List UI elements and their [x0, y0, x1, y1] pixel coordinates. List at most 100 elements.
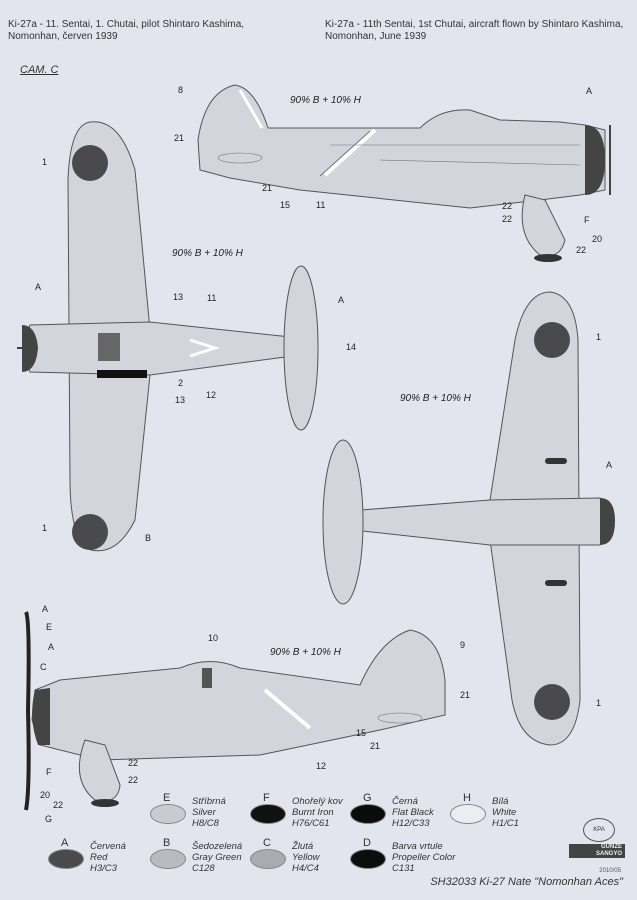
print-date: 2010/05 — [599, 868, 621, 874]
callout-11: 11 — [316, 200, 325, 210]
callout-13: 13 — [175, 395, 185, 405]
callout-1: 1 — [596, 698, 601, 708]
swatch-czech: Žlutá — [292, 841, 314, 852]
swatch-letter: C — [263, 837, 271, 849]
callout-C: C — [40, 662, 47, 672]
swatch-english: Red — [90, 852, 108, 863]
swatch-code: H4/C4 — [292, 863, 319, 874]
swatch-oval: E — [150, 793, 186, 824]
swatch-code: H3/C3 — [90, 863, 117, 874]
swatch-english: White — [492, 807, 517, 818]
mix-label: 90% B + 10% H — [400, 393, 472, 404]
callout-A: A — [586, 86, 592, 96]
swatch-code: C128 — [192, 863, 215, 874]
callout-22: 22 — [128, 758, 138, 768]
product-code: SH32033 Ki-27 Nate "Nomonhan Aces" — [430, 876, 623, 888]
swatch-letter: D — [363, 837, 371, 849]
callout-A: A — [42, 604, 48, 614]
callout-1: 1 — [596, 332, 601, 342]
logo-line: SANGYO — [595, 851, 622, 857]
callout-A: A — [48, 642, 54, 652]
swatch-code: H12/C33 — [392, 818, 430, 829]
callout-10: 10 — [208, 633, 218, 643]
callout-A: A — [35, 282, 41, 292]
callout-20: 20 — [592, 234, 602, 244]
callout-21: 21 — [460, 690, 470, 700]
caption-line: Ki-27a - 11th Sentai, 1st Chutai, aircra… — [325, 19, 624, 30]
callout-11: 11 — [207, 293, 216, 303]
swatch-code: C131 — [392, 863, 415, 874]
swatch-code: H8/C8 — [192, 818, 219, 829]
swatch-oval: F — [250, 793, 286, 824]
swatch-letter: E — [163, 792, 171, 804]
logo-line: GUNZE — [601, 844, 622, 850]
callout-A: A — [338, 295, 344, 305]
caption-czech: Ki-27a - 11. Sentai, 1. Chutai, pilot Sh… — [8, 19, 244, 43]
callout-21: 21 — [262, 183, 272, 193]
swatch-czech: Ohořelý kov — [292, 796, 343, 807]
swatch-czech: Barva vrtule — [392, 841, 443, 852]
callout-21: 21 — [174, 133, 184, 143]
callout-22: 22 — [576, 245, 586, 255]
callout-F: F — [46, 767, 52, 777]
swatch-czech: Červená — [90, 841, 126, 852]
swatch-english: Silver — [192, 807, 216, 818]
callout-F: F — [584, 215, 590, 225]
swatch-oval: A — [48, 838, 84, 869]
side-view-bottom: 10 90% B + 10% H 9 21 A E A C 21 15 12 2… — [24, 604, 470, 824]
swatch-oval: H — [450, 793, 486, 824]
callout-15: 15 — [356, 728, 366, 738]
callout-22: 22 — [502, 201, 512, 211]
mix-label: 90% B + 10% H — [172, 248, 244, 259]
callout-E: E — [46, 622, 52, 632]
swatch-czech: Černá — [392, 796, 418, 807]
callout-22: 22 — [502, 214, 512, 224]
swatch-czech: Stříbrná — [192, 796, 226, 807]
kpa-logo: KPA — [583, 818, 615, 842]
callout-20: 20 — [40, 790, 50, 800]
callout-1: 1 — [42, 523, 47, 533]
swatch-letter: G — [363, 792, 372, 804]
swatch-oval: B — [150, 838, 186, 869]
callout-14: 14 — [346, 342, 356, 352]
callout-2: 2 — [178, 378, 183, 388]
plan-view-bottom: 1 90% B + 10% H A 1 — [322, 291, 615, 746]
caption-line: Nomonhan, June 1939 — [325, 31, 427, 42]
swatch-letter: H — [463, 792, 471, 804]
swatch-letter: A — [61, 837, 69, 849]
swatch-code: H76/C61 — [292, 818, 330, 829]
callout-21: 21 — [370, 741, 380, 751]
callout-A: A — [606, 460, 612, 470]
swatch-oval: D — [350, 838, 386, 869]
callout-22: 22 — [128, 775, 138, 785]
swatch-english: Gray Green — [192, 852, 242, 863]
callout-12: 12 — [316, 761, 326, 771]
swatch-english: Flat Black — [392, 807, 434, 818]
camo-label: CAM. C — [20, 64, 59, 76]
mix-label: 90% B + 10% H — [270, 647, 342, 658]
swatch-oval: G — [350, 793, 386, 824]
swatch-czech: Bílá — [492, 796, 509, 807]
swatch-code: H1/C1 — [492, 818, 519, 829]
swatch-english: Propeller Color — [392, 852, 456, 863]
swatch-czech: Šedozelená — [192, 841, 243, 852]
callout-1: 1 — [42, 157, 47, 167]
callout-12: 12 — [206, 390, 216, 400]
swatch-letter: F — [263, 792, 270, 804]
mix-label: 90% B + 10% H — [290, 95, 362, 106]
swatch-english: Yellow — [292, 852, 320, 863]
caption-line: Nomonhan, červen 1939 — [8, 31, 118, 42]
plan-view-top: 1 90% B + 10% H A 13 11 A 14 2 12 13 1 B — [17, 121, 356, 552]
